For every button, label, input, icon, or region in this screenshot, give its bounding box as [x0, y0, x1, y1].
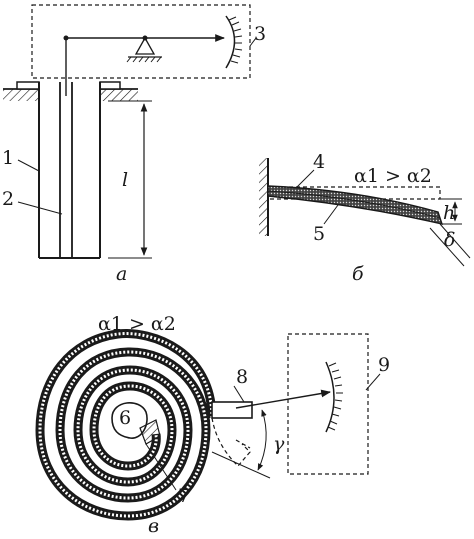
- label-6: 6: [119, 407, 131, 429]
- label-9: 9: [378, 354, 390, 376]
- condition-c: α1 > α2: [98, 313, 176, 335]
- leader-2: [17, 201, 63, 215]
- angle-label: γ: [273, 433, 285, 455]
- deflection-dimension: [438, 198, 462, 225]
- outer-tube: [38, 82, 101, 259]
- label-5: 5: [313, 223, 325, 245]
- leader-1: [17, 159, 40, 172]
- indicator-box: [31, 4, 251, 79]
- fixed-wall: [259, 158, 269, 236]
- scale-dial: [225, 15, 243, 69]
- length-dimension: [108, 100, 152, 259]
- spiral-hub: [111, 402, 161, 445]
- bimetal-strip-bent: [267, 185, 444, 225]
- pointer: [211, 385, 331, 419]
- h-label: h: [443, 202, 455, 224]
- figure-letter-a: а: [116, 263, 127, 285]
- label-2: 2: [2, 188, 14, 210]
- length-label: l: [122, 169, 128, 191]
- indicator-box-c: [287, 333, 369, 475]
- rotation-angle: [211, 409, 271, 479]
- inner-rod: [59, 38, 73, 258]
- rotated-pointer-position: [211, 417, 251, 467]
- delta-label: δ: [444, 229, 455, 251]
- lever-linkage: [63, 34, 225, 63]
- figure-letter-b: б: [352, 263, 364, 285]
- label-1: 1: [2, 147, 14, 169]
- leader-5: [323, 204, 339, 225]
- label-4: 4: [313, 151, 325, 173]
- leader-9: [365, 373, 381, 391]
- thickness-dimension: [429, 223, 471, 267]
- leader-4: [295, 169, 315, 189]
- label-7: 7: [178, 485, 190, 507]
- figure-b: 4 5 α1 > α2 h δ б: [259, 151, 471, 285]
- label-3: 3: [254, 23, 266, 45]
- leader-7: [145, 443, 177, 491]
- ground-mount: [3, 81, 138, 101]
- figure-a: 1 2 3 l а: [2, 4, 266, 285]
- label-8: 8: [236, 366, 248, 388]
- leader-3: [249, 37, 257, 47]
- condition-b: α1 > α2: [354, 165, 432, 187]
- figure-letter-c: в: [148, 515, 159, 537]
- scale-dial-c: [325, 361, 343, 433]
- bimetal-spiral: [35, 329, 217, 521]
- figure-c: 6 7 8 9 α1 > α2 γ в: [35, 313, 390, 537]
